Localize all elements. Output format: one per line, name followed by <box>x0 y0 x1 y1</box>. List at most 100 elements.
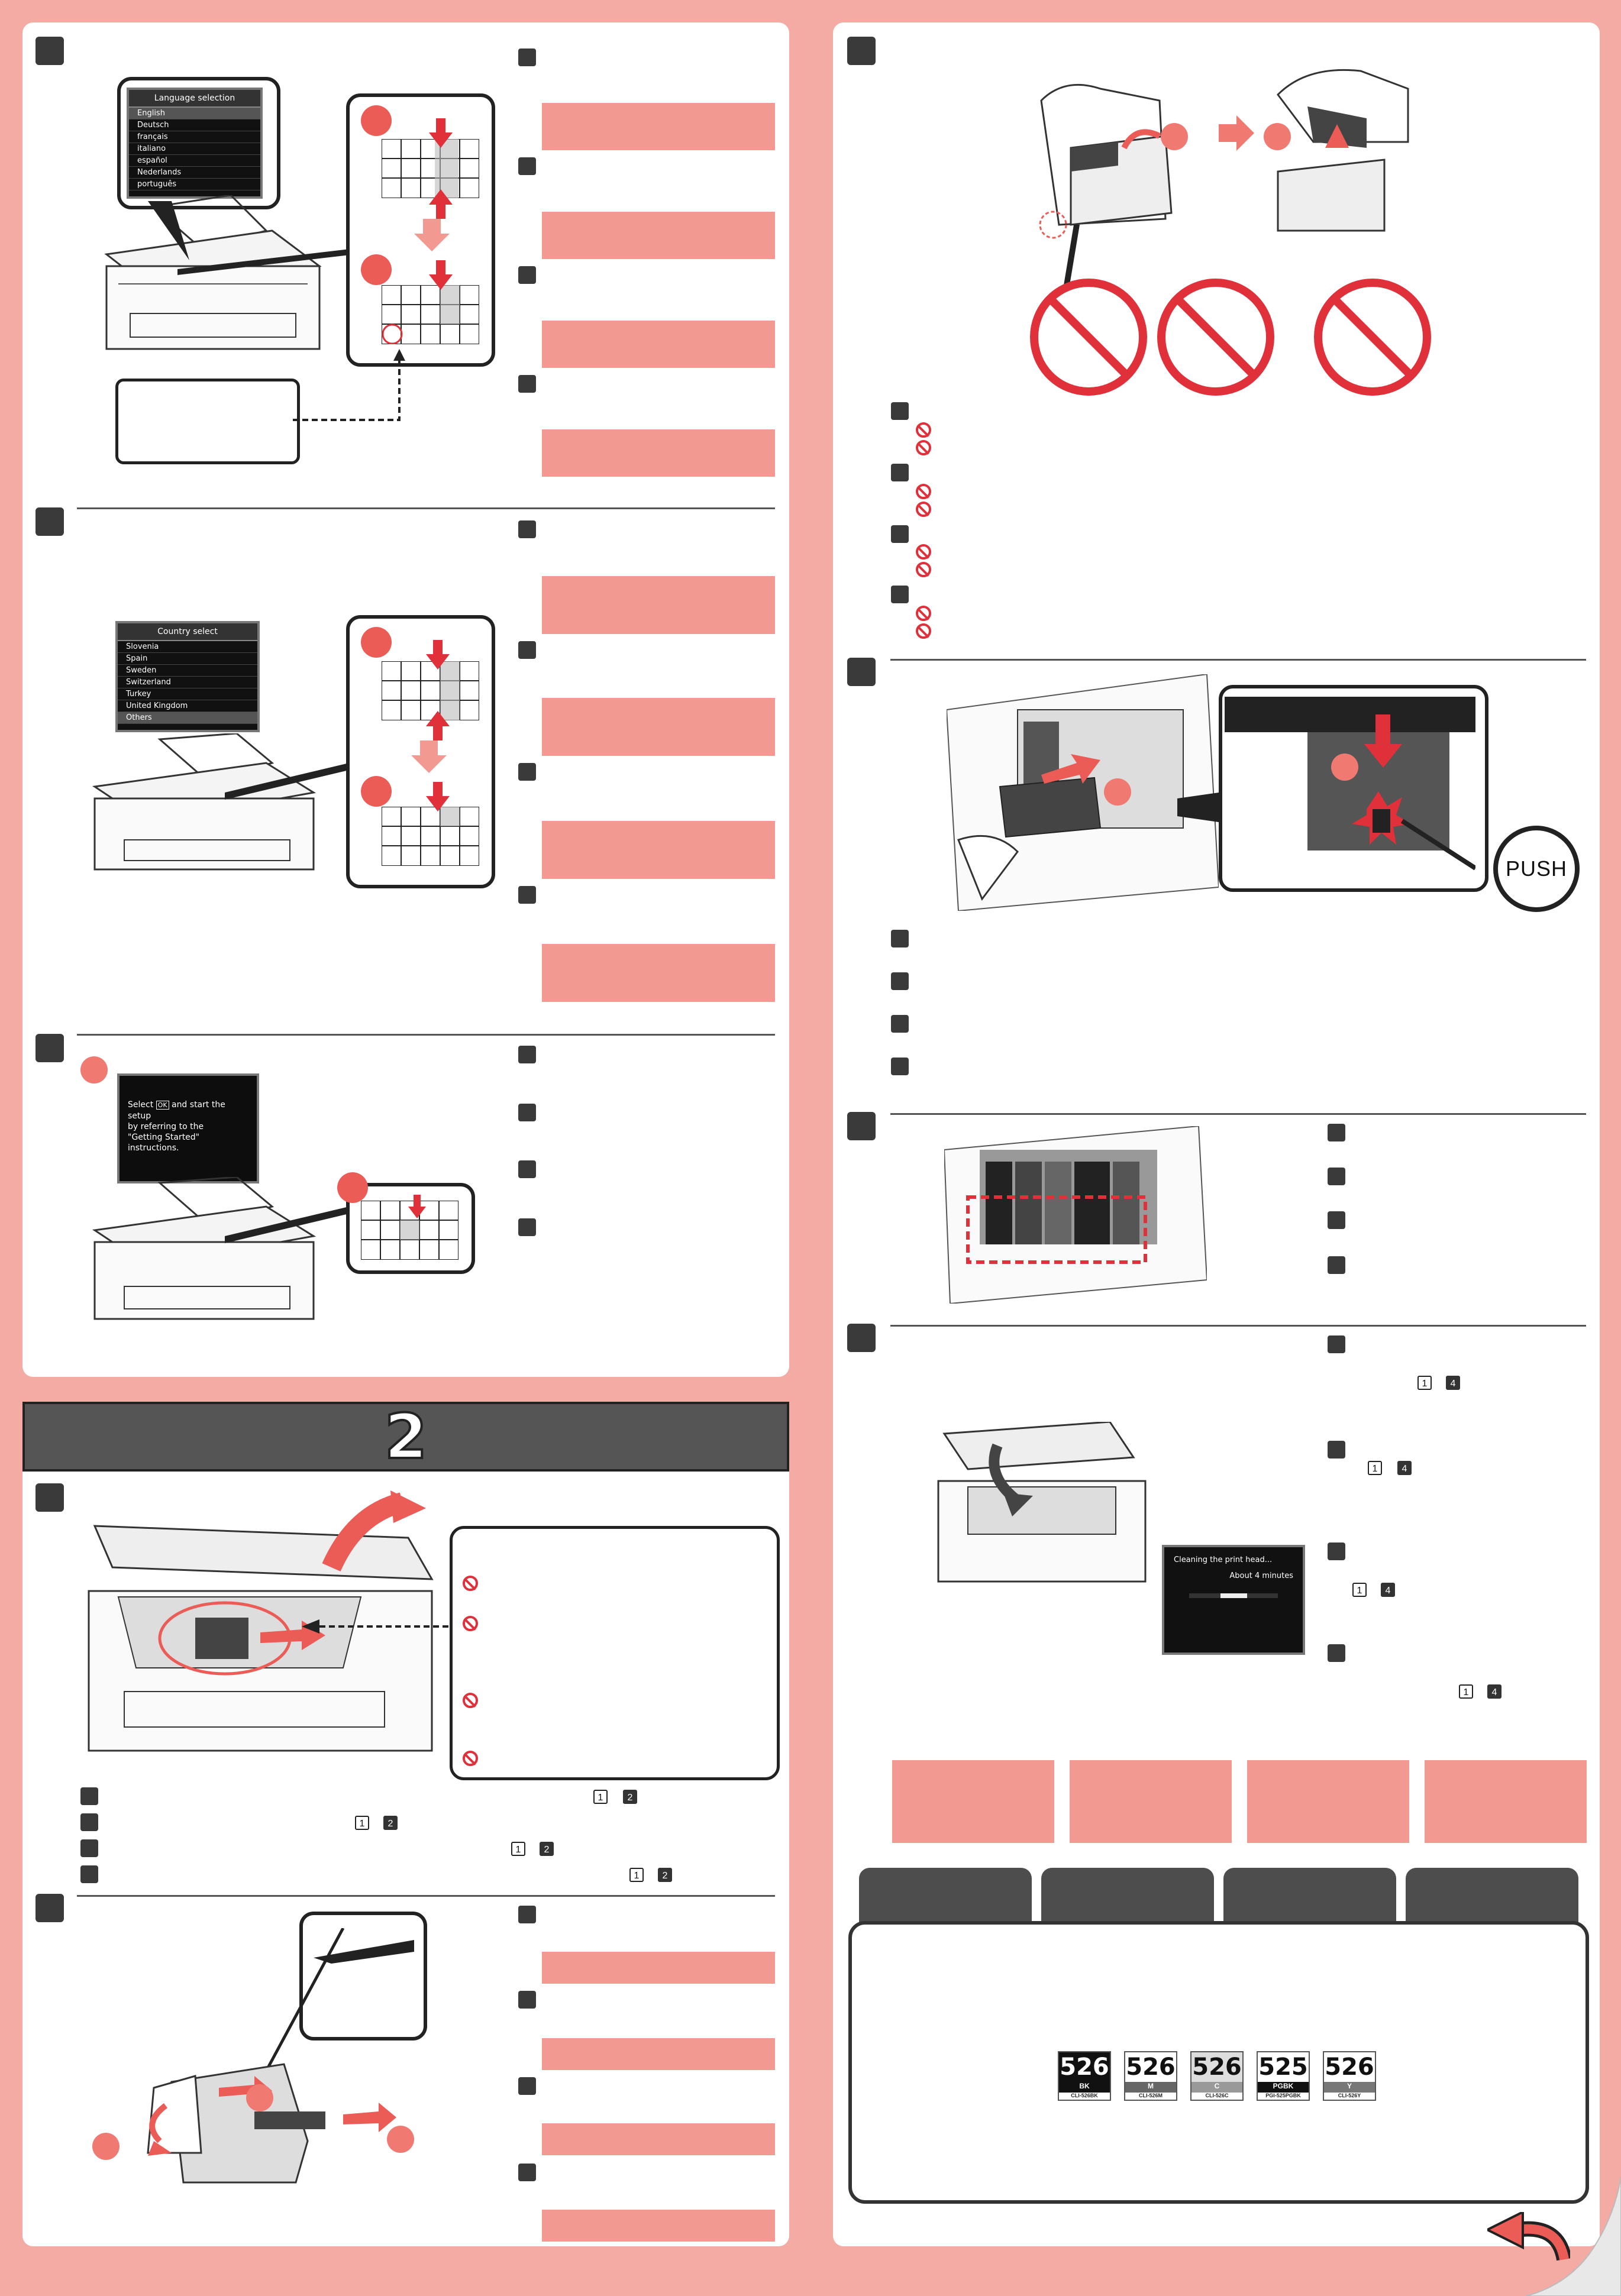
open-printer-illustration <box>88 1490 434 1752</box>
section-2-header: 2 <box>22 1402 789 1472</box>
sub-step-box <box>891 402 909 420</box>
step-box <box>847 658 876 686</box>
ok-key-label: OK <box>156 1101 169 1110</box>
ink-name: CLI-526C <box>1205 2093 1229 2098</box>
country-item[interactable]: Slovenia <box>118 641 257 653</box>
arrow-down-icon <box>426 640 450 670</box>
country-item[interactable]: Spain <box>118 653 257 665</box>
step-marker-dot <box>92 2133 120 2160</box>
step-box <box>847 1112 876 1140</box>
ink-cartridge-bk: 526 BK CLI-526BK <box>1058 2051 1111 2101</box>
page-ref-icon: 1 <box>1352 1583 1367 1597</box>
prohibited-icon <box>916 544 931 560</box>
return-arrow-icon <box>1487 2212 1570 2261</box>
language-item[interactable]: português <box>129 179 260 190</box>
prohibited-icon <box>916 440 931 455</box>
arrow-down-icon <box>414 219 450 251</box>
language-item[interactable]: English <box>129 108 260 119</box>
language-item[interactable]: Nederlands <box>129 167 260 179</box>
setup-line3: "Getting Started" instructions. <box>128 1133 200 1153</box>
sub-step-box <box>891 1058 909 1075</box>
page-ref-icon: 2 <box>623 1790 637 1804</box>
country-item[interactable]: Others <box>118 712 257 724</box>
ink-number: 525 <box>1258 2052 1309 2082</box>
country-item[interactable]: Sweden <box>118 665 257 677</box>
step-box <box>847 37 876 65</box>
prohibited-icon <box>916 502 931 517</box>
country-item[interactable]: Turkey <box>118 688 257 700</box>
step-box <box>35 1034 64 1062</box>
setup-screen: Select OK and start the setup by referri… <box>117 1073 259 1183</box>
sub-step-box <box>518 1104 536 1121</box>
language-item[interactable]: Deutsch <box>129 119 260 131</box>
prohibited-icon <box>916 562 931 577</box>
cartridge-callout <box>299 1912 427 2040</box>
step-box <box>847 1324 876 1352</box>
ink-name: CLI-526BK <box>1071 2093 1098 2098</box>
ink-number: 526 <box>1191 2052 1242 2082</box>
sub-step-box <box>1328 1441 1345 1459</box>
sub-step-box <box>1328 1168 1345 1185</box>
sub-step-box <box>891 930 909 947</box>
sub-step-box <box>518 375 536 393</box>
section-divider <box>77 1034 775 1036</box>
step-marker-dot <box>246 2084 273 2111</box>
prohibited-icon <box>463 1693 478 1708</box>
language-item[interactable]: français <box>129 131 260 143</box>
dashed-connector <box>302 1619 456 1634</box>
step-marker-dot <box>1104 778 1131 806</box>
warning-box <box>450 1526 780 1780</box>
page-ref-icon: 1 <box>593 1790 608 1804</box>
section-divider <box>890 1325 1586 1327</box>
ink-code: Y <box>1324 2082 1375 2093</box>
pointer-line <box>225 1207 349 1243</box>
dashed-connector <box>293 349 405 421</box>
country-screen: Country select Slovenia Spain Sweden Swi… <box>115 621 260 732</box>
ink-number: 526 <box>1059 2052 1110 2082</box>
sub-step-box <box>891 464 909 481</box>
ink-cartridge-m: 526 M CLI-526M <box>1124 2051 1177 2101</box>
page-ref-icon: 4 <box>1487 1684 1501 1699</box>
sub-step-box <box>1328 1644 1345 1662</box>
cartridge-illustration <box>147 1928 414 2184</box>
highlight-bar <box>542 821 775 879</box>
page-ref-icon: 2 <box>658 1868 672 1882</box>
step-box <box>35 1483 64 1512</box>
prohibited-icon <box>463 1751 478 1766</box>
sub-step-box <box>518 886 536 904</box>
sub-step-box <box>518 2164 536 2181</box>
sub-step-box <box>518 1218 536 1236</box>
closing-printer-illustration <box>937 1422 1147 1583</box>
keypad-grid <box>361 1201 458 1260</box>
page-curl <box>1526 2177 1621 2296</box>
sub-step-box <box>891 1015 909 1033</box>
ink-number: 526 <box>1324 2052 1375 2082</box>
section-divider <box>890 1113 1586 1115</box>
country-item[interactable]: United Kingdom <box>118 700 257 712</box>
step-marker-dot <box>361 776 392 807</box>
ink-code: PGBK <box>1258 2082 1309 2093</box>
page-ref-icon: 4 <box>1446 1376 1460 1390</box>
ink-code: M <box>1125 2082 1176 2093</box>
prohibited-icon <box>916 422 931 438</box>
ink-cartridge-y: 526 Y CLI-526Y <box>1323 2051 1376 2101</box>
sub-step-box <box>1328 1256 1345 1274</box>
cleaning-text: Cleaning the print head... <box>1174 1556 1273 1564</box>
page-ref-icon: 4 <box>1397 1461 1412 1475</box>
prohibited-icon <box>916 606 931 621</box>
highlight-bar <box>542 944 775 1002</box>
highlight-bar <box>542 429 775 477</box>
sub-step-box <box>518 1991 536 2009</box>
country-item[interactable]: Switzerland <box>118 677 257 688</box>
language-item[interactable]: español <box>129 155 260 167</box>
arrow-up-icon <box>426 711 450 740</box>
language-item[interactable]: italiano <box>129 143 260 155</box>
highlight-bar <box>542 103 775 150</box>
summary-box <box>1247 1760 1409 1843</box>
keypad-grid <box>382 285 479 344</box>
pointer-line <box>1177 793 1219 822</box>
arrow-down-icon <box>426 782 450 811</box>
prohibited-icon <box>1314 279 1431 396</box>
sub-step-box <box>518 1046 536 1063</box>
printer-illustration <box>92 733 317 871</box>
